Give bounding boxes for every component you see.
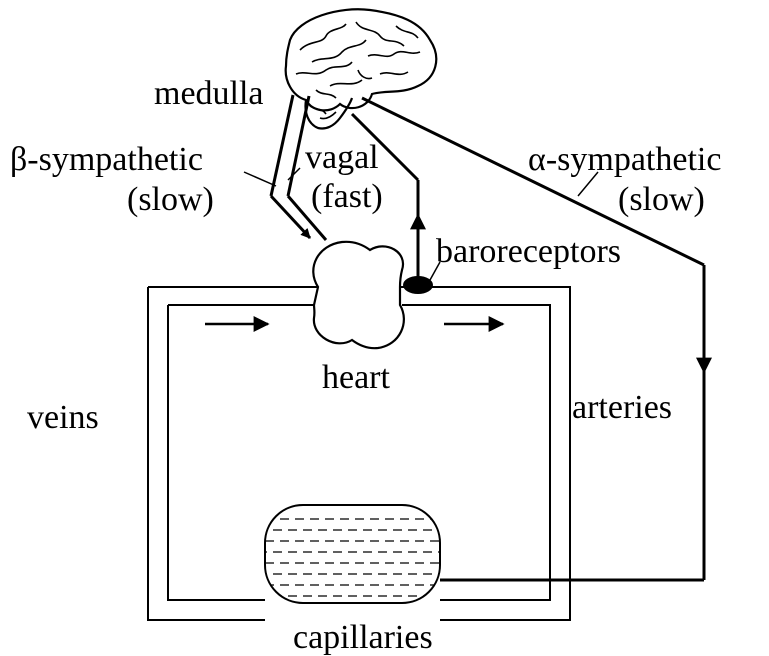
label-vagal-speed: (fast) (311, 178, 383, 215)
label-heart: heart (322, 359, 391, 396)
label-beta-sympathetic: β-sympathetic (10, 141, 203, 178)
label-beta-speed: (slow) (127, 181, 214, 218)
label-baroreceptors: baroreceptors (436, 233, 621, 270)
brain-gyri (296, 22, 420, 119)
label-alpha-sympathetic: α-sympathetic (528, 141, 721, 178)
label-vagal: vagal (305, 139, 379, 176)
heart-shape (313, 242, 404, 348)
label-alpha-speed: (slow) (618, 181, 705, 218)
label-medulla: medulla (154, 75, 264, 112)
brain-icon (286, 9, 437, 128)
label-arteries: arteries (572, 389, 672, 426)
label-capillaries: capillaries (293, 619, 433, 656)
capillary-bed-icon (265, 505, 440, 603)
label-veins: veins (27, 399, 99, 436)
baroreceptor-icon (403, 276, 433, 294)
